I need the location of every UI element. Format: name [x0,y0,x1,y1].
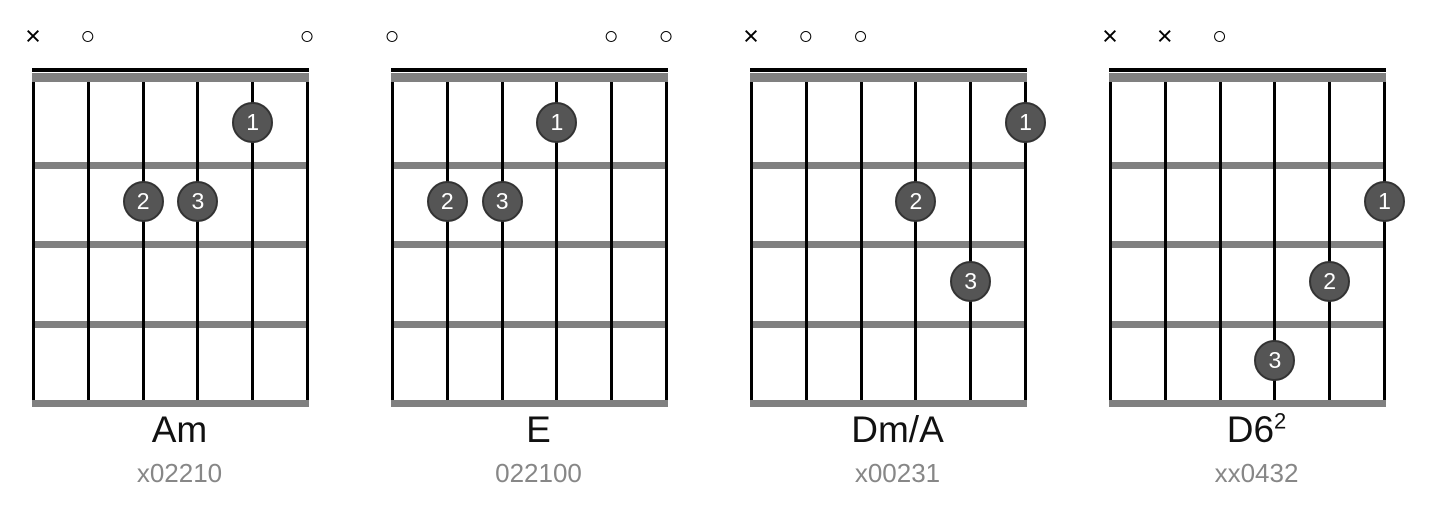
guitar-string [86,82,90,400]
finger-dot: 3 [1254,340,1296,382]
open-string-icon: ○ [1212,22,1228,50]
fret-line [391,241,668,248]
open-string-icon: ○ [603,22,619,50]
nut-bar [750,73,1027,82]
guitar-string [196,82,200,400]
string-markers-row: ○ ○ ○ [359,0,718,72]
chord-name: Dm/A [718,408,1077,452]
chord-name-base: E [526,409,551,450]
finger-dot: 1 [232,101,274,143]
guitar-string [1328,82,1332,400]
chord-name-base: Dm/A [851,409,944,450]
open-string-icon: ○ [853,22,869,50]
chord-fret-notation: 022100 [495,458,582,488]
guitar-string [1024,82,1027,400]
chord-name: Am [0,408,359,452]
guitar-string [32,82,35,400]
open-string-icon: ○ [658,22,674,50]
muted-string-icon: × [1156,21,1173,51]
chord-name-base: Am [151,409,208,450]
nut-bar [391,73,668,82]
chord-fret-notation: xx0432 [1214,458,1299,488]
open-string-icon: ○ [299,22,315,50]
fret-line [32,241,309,248]
guitar-string [306,82,309,400]
guitar-string [1218,82,1222,400]
guitar-string [1163,82,1167,400]
guitar-string [391,82,394,400]
nut-line [1109,68,1386,72]
open-string-icon: ○ [384,22,400,50]
chord-name: E [359,408,718,452]
guitar-string [750,82,753,400]
fret-line [750,320,1027,328]
guitar-string [141,82,145,400]
muted-string-icon: × [1102,21,1118,51]
string-markers-row: × ○ ○ [718,0,1077,72]
guitar-string [1273,82,1277,400]
finger-dot: 1 [536,101,578,143]
guitar-string [251,82,255,400]
finger-dot: 2 [426,181,468,223]
fret-line [1109,320,1386,328]
guitar-string [914,82,918,400]
nut-bar [1109,73,1386,82]
guitar-string [500,82,504,400]
fret-line [32,320,309,328]
chord-name-base: D6 [1226,409,1275,450]
finger-dot: 3 [177,181,219,223]
fret-line [391,161,668,169]
fret-line [1109,400,1386,407]
fret-line [750,241,1027,248]
fret-line [32,400,309,407]
fret-line [750,161,1027,169]
finger-dot: 2 [1309,260,1351,302]
nut-line [750,68,1027,72]
fret-line [391,320,668,328]
fret-line [1109,241,1386,248]
finger-dot: 3 [481,181,523,223]
guitar-string [859,82,863,400]
muted-string-icon: × [743,21,759,51]
guitar-string [610,82,614,400]
guitar-string [1109,82,1112,400]
fret-line [750,400,1027,407]
nut-bar [32,73,309,82]
chord-name: D62 [1077,408,1436,452]
muted-string-icon: × [25,21,41,51]
finger-dot: 3 [950,260,992,302]
chord-name-superscript: 2 [1274,408,1287,434]
chord-fret-notation: x00231 [854,458,941,488]
guitar-string [1383,82,1386,400]
guitar-string [445,82,449,400]
string-markers-row: × ○ ○ [0,0,359,72]
open-string-icon: ○ [80,22,96,50]
chord-fret-notation: x02210 [136,458,223,488]
fret-line [32,161,309,169]
guitar-string [804,82,808,400]
guitar-string [665,82,668,400]
string-markers-row: × × ○ [1077,0,1436,72]
nut-line [32,68,309,72]
finger-dot: 2 [895,181,937,223]
nut-line [391,68,668,72]
guitar-string [555,82,559,400]
guitar-string [969,82,973,400]
fret-line [391,400,668,407]
open-string-icon: ○ [798,22,814,50]
fret-line [1109,161,1386,169]
finger-dot: 2 [122,181,164,223]
finger-dot: 1 [1005,101,1046,143]
finger-dot: 1 [1364,181,1405,223]
